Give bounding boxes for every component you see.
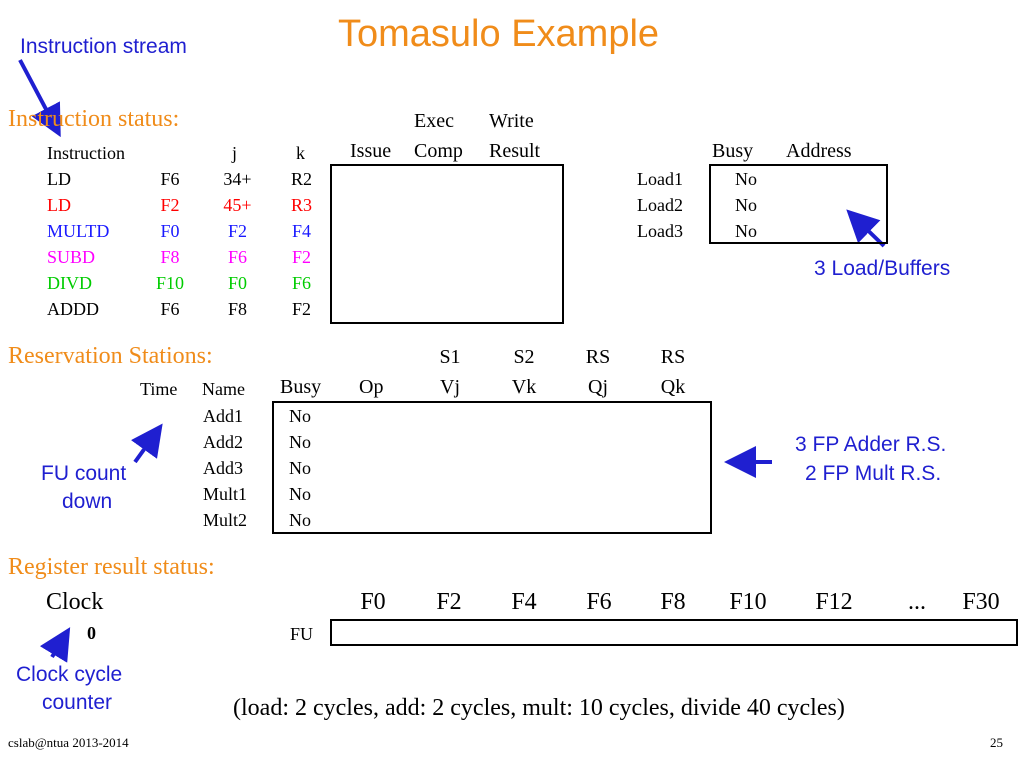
write-header-bottom: Result [489, 140, 541, 162]
register-header: F30 [962, 589, 1000, 615]
instr-op: LD [47, 169, 71, 189]
fu-count-callout-line1: FU count [41, 462, 127, 485]
register-header: ... [908, 589, 926, 615]
instr-op: LD [47, 195, 71, 215]
exec-header-top: Exec [414, 110, 454, 132]
instr-dest: F2 [160, 195, 180, 215]
instr-dest: F6 [160, 299, 180, 319]
rs-busy: No [289, 484, 311, 504]
op-header: Op [359, 376, 384, 398]
clock-value: 0 [87, 623, 96, 643]
clock-callout-line1: Clock cycle [16, 663, 123, 686]
reservation-stations-heading: Reservation Stations: [8, 343, 213, 369]
load-buffers-box [709, 164, 888, 244]
instruction-stream-callout: Instruction stream [20, 35, 187, 58]
register-header: F2 [436, 589, 462, 615]
register-header: F10 [729, 589, 767, 615]
vj-header: Vj [440, 376, 460, 398]
instr-op: ADDD [47, 299, 99, 319]
clock-arrow [39, 627, 71, 663]
rs-qj-header-top: RS [585, 346, 611, 368]
page-number: 25 [990, 735, 1003, 750]
fp-rs-callout-line1: 3 FP Adder R.S. [795, 433, 947, 456]
load-name: Load1 [637, 169, 683, 189]
load-name: Load3 [637, 221, 683, 241]
register-header: F4 [511, 589, 537, 615]
register-header: F8 [660, 589, 686, 615]
rs-busy: No [289, 432, 311, 452]
register-header: F6 [586, 589, 612, 615]
register-status-heading: Register result status: [8, 554, 215, 580]
instr-op: MULTD [47, 221, 110, 241]
instruction-status-heading: Instruction status: [8, 106, 180, 132]
load-buffers-arrow [846, 209, 886, 248]
vk-header: Vk [511, 376, 537, 398]
name-header: Name [202, 379, 245, 399]
instr-dest: F6 [160, 169, 180, 189]
footer-left: cslab@ntua 2013-2014 [8, 735, 129, 750]
clock-label: Clock [46, 589, 104, 615]
instr-k: F6 [291, 273, 311, 293]
instr-k: F4 [291, 221, 311, 241]
fu-count-arrow [131, 423, 163, 464]
rs-busy: No [289, 406, 311, 426]
issue-header: Issue [350, 140, 392, 162]
busy-header: Busy [280, 376, 322, 398]
instr-j: 34+ [223, 169, 252, 189]
instruction-header: Instruction [47, 143, 125, 163]
instr-k: R2 [290, 169, 312, 189]
rs-busy: No [289, 458, 311, 478]
write-header-top: Write [489, 110, 534, 132]
instr-op: SUBD [47, 247, 96, 267]
instr-dest: F0 [160, 221, 180, 241]
instr-j: F6 [227, 247, 247, 267]
rs-busy: No [289, 510, 311, 530]
exec-header-bottom: Comp [414, 140, 463, 162]
instr-dest: F10 [155, 273, 184, 293]
s2-header: S2 [513, 346, 535, 368]
instr-k: F2 [291, 247, 311, 267]
instr-k: F2 [291, 299, 311, 319]
rs-qk-header-top: RS [660, 346, 686, 368]
instr-op: DIVD [47, 273, 92, 293]
rs-name: Mult2 [203, 510, 248, 530]
fp-rs-callout-line2: 2 FP Mult R.S. [805, 462, 942, 485]
rs-name: Mult1 [203, 484, 248, 504]
instr-j: F8 [227, 299, 247, 319]
load-busy-header: Busy [712, 140, 754, 162]
register-header: F12 [815, 589, 853, 615]
instr-j: F0 [227, 273, 247, 293]
qj-header: Qj [588, 376, 608, 398]
instr-j: F2 [227, 221, 247, 241]
slide-title: Tomasulo Example [338, 13, 660, 55]
instruction-stream-arrow [18, 59, 61, 138]
instruction-status-box [330, 164, 564, 324]
clock-callout-line2: counter [42, 691, 113, 714]
latency-note: (load: 2 cycles, add: 2 cycles, mult: 10… [233, 695, 845, 721]
rs-name: Add3 [203, 458, 243, 478]
load-busy: No [735, 221, 757, 241]
instr-j: 45+ [223, 195, 252, 215]
time-header: Time [140, 379, 178, 399]
instr-k: R3 [290, 195, 312, 215]
instr-dest: F8 [160, 247, 180, 267]
fu-count-callout-line2: down [62, 490, 113, 513]
rs-name: Add2 [203, 432, 243, 452]
qk-header: Qk [660, 376, 686, 398]
load-address-header: Address [786, 140, 852, 162]
reservation-stations-box [272, 401, 712, 534]
load-buffers-callout: 3 Load/Buffers [814, 257, 951, 280]
register-status-box [330, 619, 1018, 646]
rs-name: Add1 [203, 406, 243, 426]
k-header: k [296, 143, 305, 163]
j-header: j [232, 143, 238, 163]
fu-label: FU [290, 624, 314, 644]
register-header: F0 [360, 589, 386, 615]
load-busy: No [735, 195, 757, 215]
s1-header: S1 [439, 346, 461, 368]
load-busy: No [735, 169, 757, 189]
load-name: Load2 [637, 195, 683, 215]
